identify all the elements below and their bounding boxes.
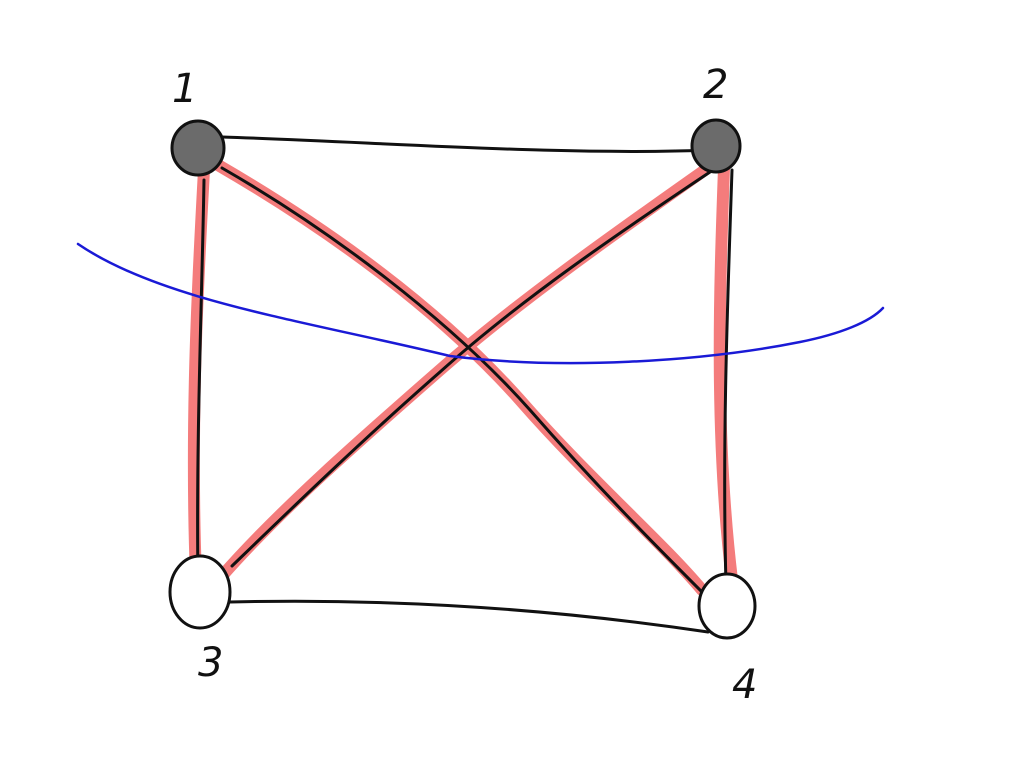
node-1-circle bbox=[170, 119, 226, 177]
edge-1-3 bbox=[196, 178, 206, 582]
edge-1-2 bbox=[220, 135, 714, 153]
highlight-edge-1-3 bbox=[187, 164, 210, 584]
edge-3-4 bbox=[228, 599, 710, 634]
node-3-circle bbox=[168, 554, 232, 630]
node-label-3: 3 bbox=[198, 640, 223, 686]
highlight-edge-2-3 bbox=[216, 159, 718, 582]
node-2 bbox=[690, 118, 742, 174]
node-label-2: 2 bbox=[703, 62, 728, 108]
node-4 bbox=[697, 572, 757, 640]
node-3 bbox=[168, 554, 232, 630]
edge-2-3 bbox=[230, 166, 718, 568]
node-2-circle bbox=[690, 118, 742, 174]
graph-nodes bbox=[168, 118, 757, 640]
node-1 bbox=[170, 119, 226, 177]
edge-2-4 bbox=[723, 168, 734, 587]
node-4-circle bbox=[697, 572, 757, 640]
edge-1-4 bbox=[220, 166, 708, 598]
graph-edges bbox=[196, 135, 734, 634]
node-labels: 1 2 3 4 bbox=[172, 62, 757, 708]
cut-line bbox=[76, 242, 885, 365]
node-label-4: 4 bbox=[732, 662, 757, 708]
node-label-1: 1 bbox=[172, 66, 197, 112]
